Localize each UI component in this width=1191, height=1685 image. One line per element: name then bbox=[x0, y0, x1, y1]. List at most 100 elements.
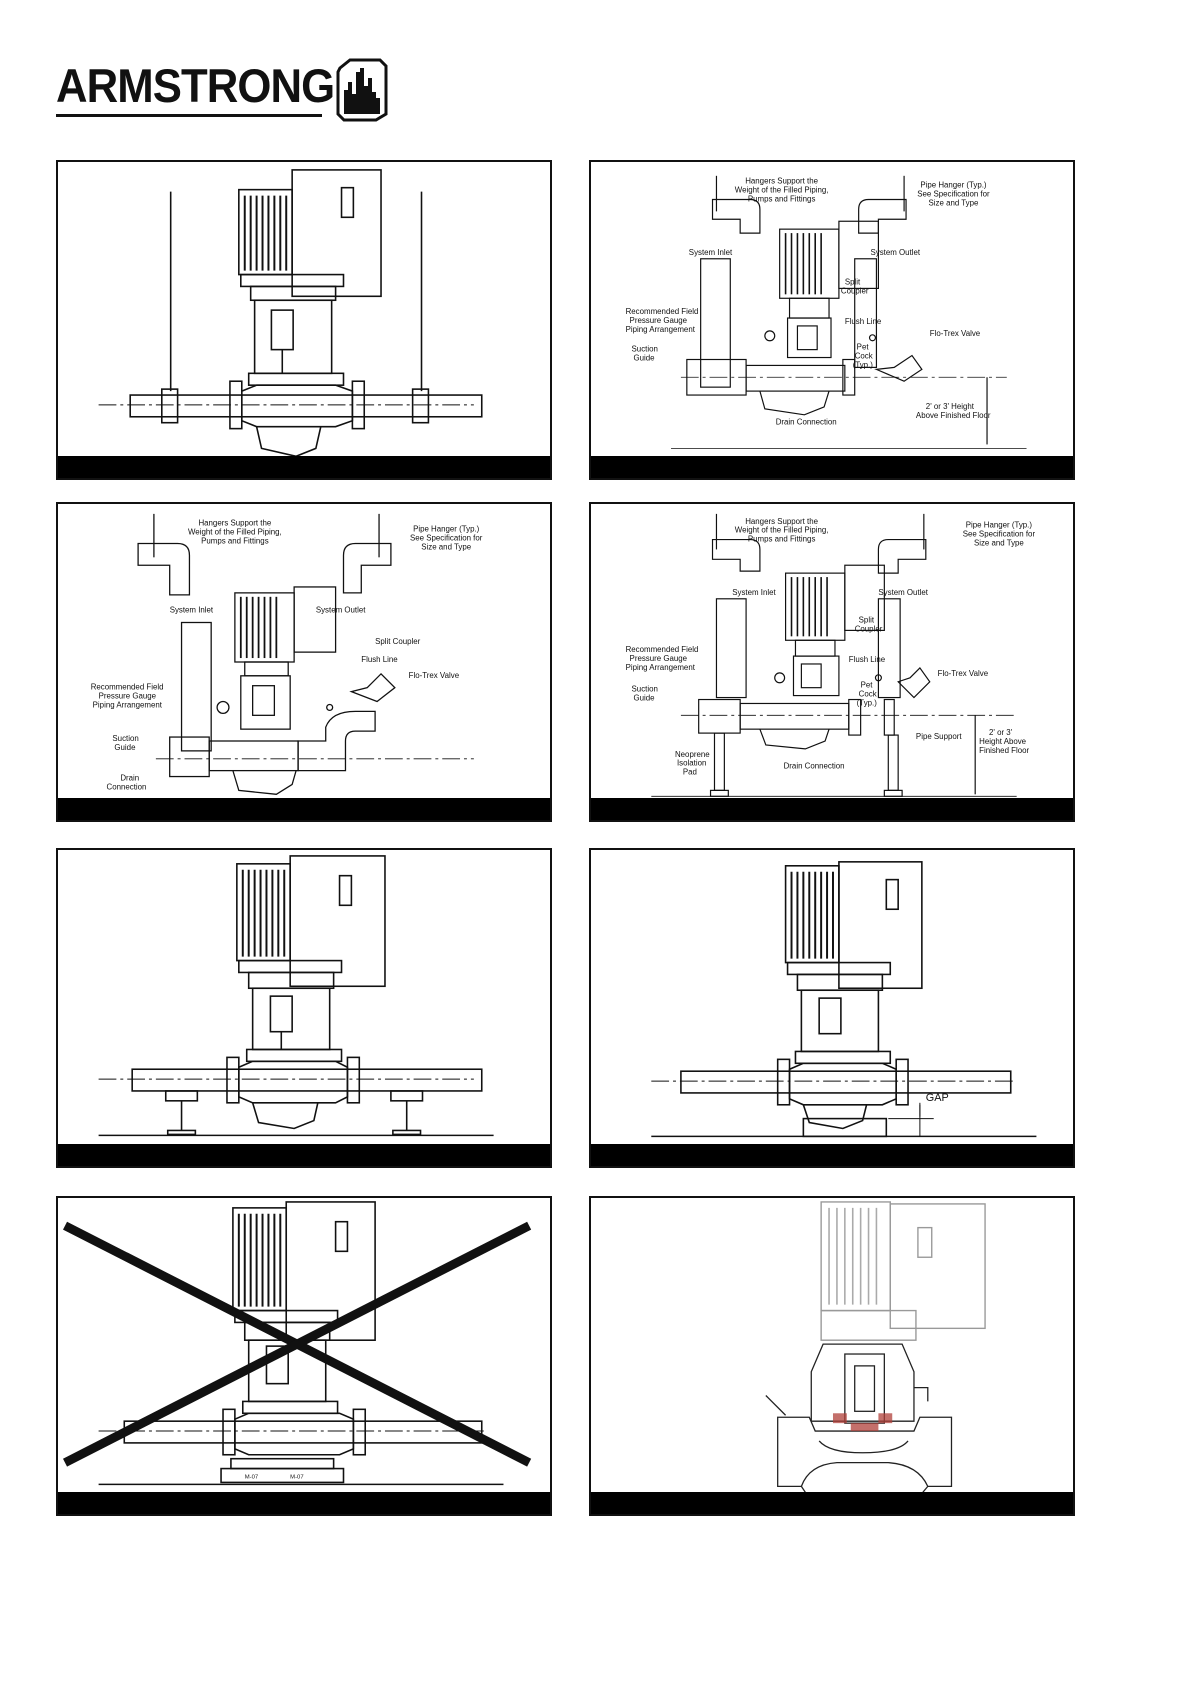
label-pipe-hanger-1: Pipe Hanger (Typ.) bbox=[966, 521, 1033, 530]
panel-caption-bar bbox=[58, 1492, 550, 1514]
label-drain: Drain Connection bbox=[776, 418, 837, 427]
label-pet-1: Pet bbox=[857, 343, 870, 352]
panel-floor-mounted-hangers: Hangers Support the Weight of the Filled… bbox=[589, 160, 1075, 480]
label-recommended-3: Piping Arrangement bbox=[93, 700, 163, 709]
brand-name: ARMSTRONG bbox=[56, 59, 335, 112]
diagram-floor-supported-piping: Hangers Support the Weight of the Filled… bbox=[626, 513, 1035, 797]
label-split-1: Split bbox=[859, 616, 875, 625]
label-pipe-hanger-3: Size and Type bbox=[929, 198, 979, 207]
label-system-outlet: System Outlet bbox=[316, 606, 366, 615]
label-pipe-hanger-2: See Specification for bbox=[917, 190, 990, 199]
label-split-1: Split bbox=[845, 277, 861, 286]
label-pipe-hanger-3: Size and Type bbox=[421, 542, 471, 551]
building-skyline-icon bbox=[336, 58, 388, 122]
diagram-floor-mounted-piping: Hangers Support the Weight of the Filled… bbox=[626, 175, 1027, 449]
panel-caption-bar bbox=[58, 456, 550, 478]
label-system-inlet: System Inlet bbox=[732, 588, 776, 597]
label-height-1: 2' or 3' bbox=[989, 728, 1013, 737]
label-gap: GAP bbox=[926, 1092, 949, 1104]
label-height-3: Finished Floor bbox=[979, 746, 1029, 755]
panel-floor-supported: Hangers Support the Weight of the Filled… bbox=[589, 502, 1075, 822]
label-hangers-2: Weight of the Filled Piping, bbox=[735, 186, 829, 195]
label-flotrex: Flo-Trex Valve bbox=[938, 669, 989, 678]
label-pet-2: Cock bbox=[859, 690, 877, 699]
diagram-pump-gap: GAP bbox=[651, 861, 1037, 1138]
label-split-2: Coupler bbox=[841, 286, 869, 295]
armstrong-logo: ARMSTRONG bbox=[56, 58, 388, 122]
label-pipe-hanger-3: Size and Type bbox=[974, 538, 1024, 547]
diagram-pump-hanger-support bbox=[98, 169, 483, 458]
panel-cutaway bbox=[589, 1196, 1075, 1516]
label-split-2: Coupler bbox=[855, 624, 883, 633]
label-recommended-3: Piping Arrangement bbox=[626, 325, 696, 334]
panel-caption-bar bbox=[58, 798, 550, 820]
label-flush-line: Flush Line bbox=[849, 655, 886, 664]
label-hangers-1: Hangers Support the bbox=[745, 177, 818, 186]
panel-caption-bar bbox=[58, 1144, 550, 1166]
label-recommended-2: Pressure Gauge bbox=[630, 654, 688, 663]
panel-caption-bar bbox=[591, 798, 1073, 820]
panel-caption-bar bbox=[591, 1144, 1073, 1166]
label-pipe-support: Pipe Support bbox=[916, 732, 962, 741]
label-split-coupler: Split Coupler bbox=[375, 637, 421, 646]
label-hangers-3: Pumps and Fittings bbox=[201, 537, 269, 546]
label-pet-1: Pet bbox=[861, 681, 874, 690]
label-pipe-hanger-1: Pipe Hanger (Typ.) bbox=[413, 525, 480, 534]
label-recommended-2: Pressure Gauge bbox=[630, 316, 688, 325]
label-pet-2: Cock bbox=[855, 352, 873, 361]
label-drain-2: Connection bbox=[107, 782, 147, 791]
label-drain-1: Drain bbox=[120, 774, 139, 783]
label-flush-line: Flush Line bbox=[845, 317, 882, 326]
label-recommended-2: Pressure Gauge bbox=[99, 692, 157, 701]
panel-caption-bar bbox=[591, 1492, 1073, 1514]
label-flotrex: Flo-Trex Valve bbox=[930, 329, 981, 338]
diagram-pump-cutaway bbox=[765, 1201, 986, 1499]
label-pipe-hanger-2: See Specification for bbox=[410, 534, 483, 543]
label-hangers-1: Hangers Support the bbox=[198, 519, 271, 528]
label-flotrex: Flo-Trex Valve bbox=[409, 671, 460, 680]
panel-pipe-stands bbox=[56, 848, 552, 1168]
label-foot-2: M-07 bbox=[290, 1474, 303, 1480]
label-hangers-2: Weight of the Filled Piping, bbox=[188, 528, 282, 537]
label-neoprene-3: Pad bbox=[683, 768, 697, 777]
label-pet-3: (Typ.) bbox=[857, 698, 878, 707]
label-neoprene-1: Neoprene bbox=[675, 750, 710, 759]
label-hangers-3: Pumps and Fittings bbox=[748, 195, 816, 204]
panel-hanger-support bbox=[56, 160, 552, 480]
label-height-2: Height Above bbox=[979, 737, 1027, 746]
label-suction-2: Guide bbox=[634, 694, 656, 703]
label-suction-1: Suction bbox=[632, 685, 658, 694]
label-hangers-2: Weight of the Filled Piping, bbox=[735, 526, 829, 535]
label-recommended-3: Piping Arrangement bbox=[626, 663, 696, 672]
label-height-1: 2' or 3' Height bbox=[926, 402, 975, 411]
diagram-ceiling-hung-piping: Hangers Support the Weight of the Filled… bbox=[91, 513, 483, 795]
crossed-out-icon bbox=[63, 1221, 532, 1467]
diagram-pump-on-pipe-stands bbox=[98, 855, 494, 1137]
label-foot-1: M-07 bbox=[245, 1474, 258, 1480]
panel-incorrect-mounting: M-07 M-07 bbox=[56, 1196, 552, 1516]
panel-ceiling-hung: Hangers Support the Weight of the Filled… bbox=[56, 502, 552, 822]
label-neoprene-2: Isolation bbox=[677, 759, 706, 768]
label-height-2: Above Finished Floor bbox=[916, 411, 991, 420]
label-system-outlet: System Outlet bbox=[871, 248, 921, 257]
diagram-incorrect-mounting: M-07 M-07 bbox=[63, 1201, 532, 1486]
label-hangers-3: Pumps and Fittings bbox=[748, 535, 816, 544]
label-pet-3: (Typ.) bbox=[853, 360, 874, 369]
label-drain: Drain Connection bbox=[784, 762, 845, 771]
label-system-inlet: System Inlet bbox=[170, 606, 214, 615]
label-suction-2: Guide bbox=[634, 353, 656, 362]
logo-underline bbox=[56, 114, 322, 117]
label-recommended-1: Recommended Field bbox=[626, 645, 699, 654]
label-flush-line: Flush Line bbox=[361, 655, 398, 664]
panel-caption-bar bbox=[591, 456, 1073, 478]
label-system-outlet: System Outlet bbox=[878, 588, 928, 597]
panel-gap-base: GAP bbox=[589, 848, 1075, 1168]
label-suction-1: Suction bbox=[632, 345, 658, 354]
label-suction-1: Suction bbox=[112, 734, 138, 743]
label-suction-2: Guide bbox=[114, 743, 136, 752]
label-recommended-1: Recommended Field bbox=[91, 683, 164, 692]
label-recommended-1: Recommended Field bbox=[626, 307, 699, 316]
label-hangers-1: Hangers Support the bbox=[745, 517, 818, 526]
label-system-inlet: System Inlet bbox=[689, 248, 733, 257]
label-pipe-hanger-1: Pipe Hanger (Typ.) bbox=[920, 181, 987, 190]
